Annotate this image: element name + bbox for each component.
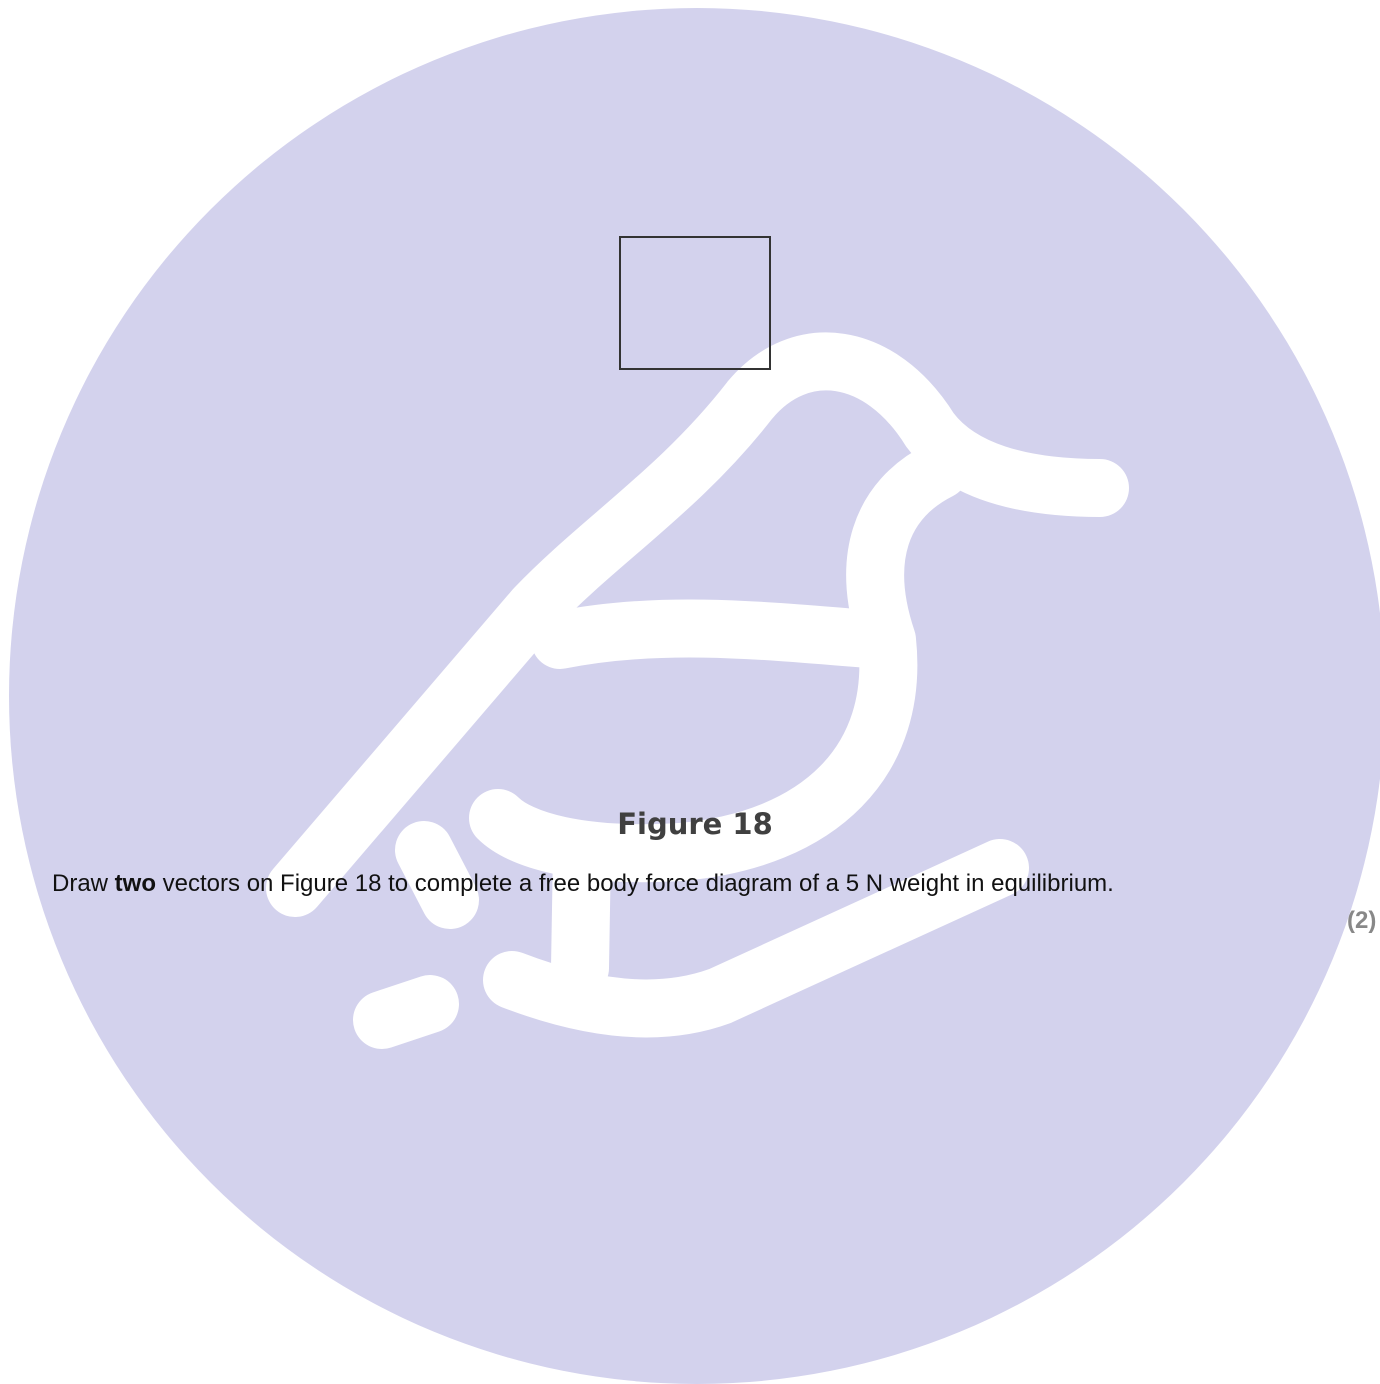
watermark-circle — [9, 8, 1380, 1384]
figure-caption: Figure 18 — [560, 804, 830, 844]
marks-label: (2) — [1347, 904, 1376, 938]
question-text: Draw two vectors on Figure 18 to complet… — [52, 867, 1114, 901]
question-text-end: vectors on Figure 18 to complete a free … — [156, 870, 1114, 897]
question-emphasis: two — [115, 870, 156, 897]
weight-box — [619, 236, 771, 370]
question-text-start: Draw — [52, 870, 115, 897]
